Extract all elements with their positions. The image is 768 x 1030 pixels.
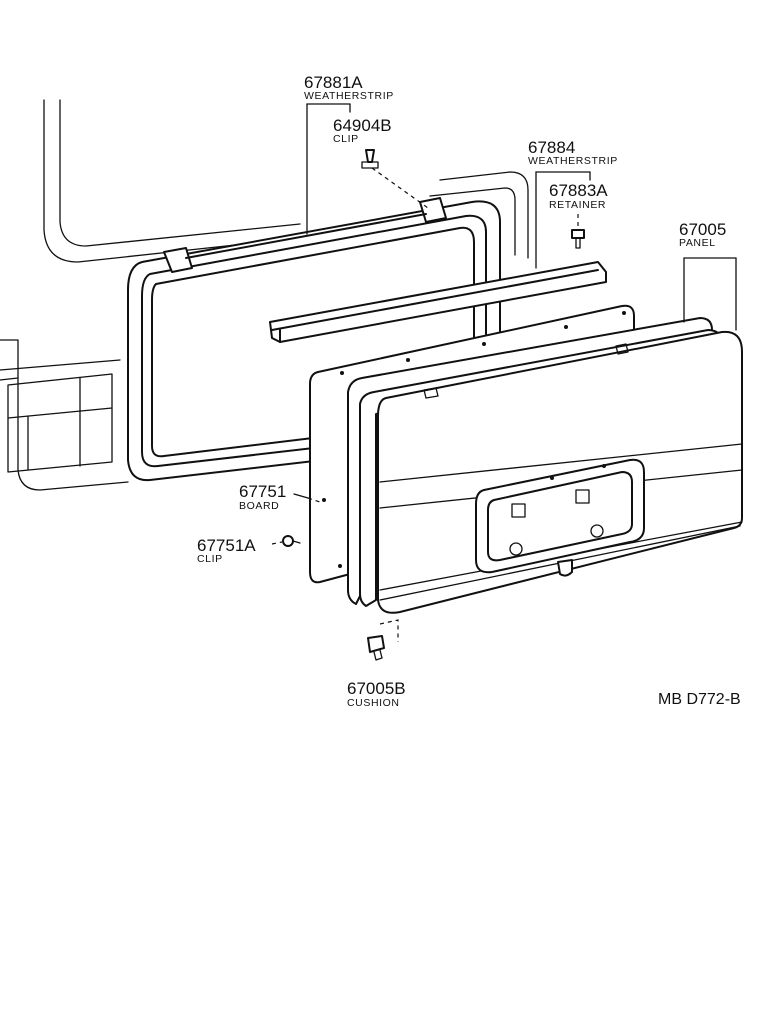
part-number-67751a: 67751A [197,536,256,555]
part-number-64904b: 64904B [333,116,392,135]
part-name-panel: PANEL [679,237,716,249]
part-labels: 67881A WEATHERSTRIP 64904B CLIP 67884 WE… [197,73,741,709]
cushion-67005B-icon [367,635,385,661]
part-number-67751: 67751 [239,482,286,501]
clip-67751A-icon [282,535,301,547]
part-number-67005: 67005 [679,220,726,239]
trim-panel [347,317,743,614]
part-name-weatherstrip: WEATHERSTRIP [304,90,394,102]
part-name-board: BOARD [239,500,279,512]
part-name-clip: CLIP [333,133,359,145]
part-number-67881a: 67881A [304,73,363,92]
part-name-clip: CLIP [197,553,223,565]
leader-lines [271,103,737,642]
retainer-67883A-icon [571,229,585,249]
weatherstrip-bar [269,261,607,343]
part-name-cushion: CUSHION [347,697,400,709]
vehicle-body-outline [0,99,529,491]
part-number-67005b: 67005B [347,679,406,698]
part-number-67883a: 67883A [549,181,608,200]
part-name-weatherstrip: WEATHERSTRIP [528,155,618,167]
diagram-code: MB D772-B [658,691,741,708]
part-number-67884: 67884 [528,138,575,157]
clip-64904B-icon [361,149,379,169]
part-name-retainer: RETAINER [549,199,606,211]
